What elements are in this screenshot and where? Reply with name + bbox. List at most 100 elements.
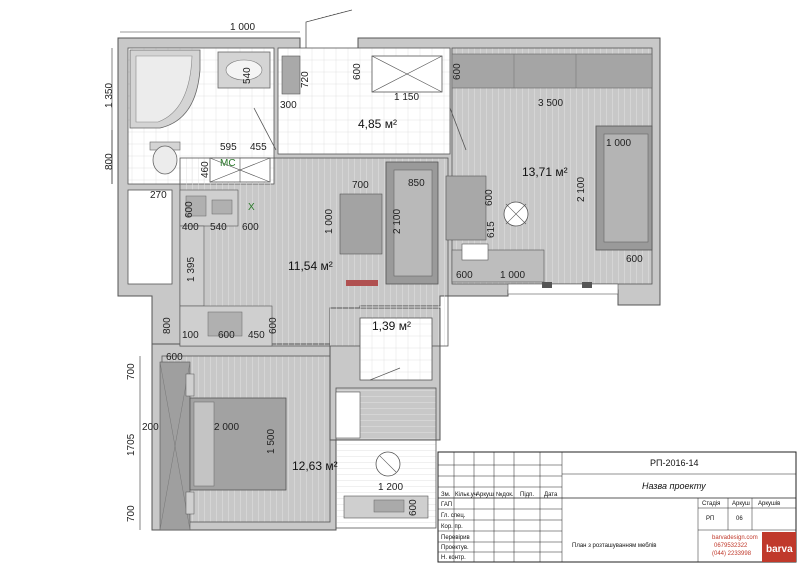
closet-area: 1,39 м²	[372, 319, 411, 333]
dim-600-k2: 600	[242, 222, 259, 233]
role-kor-pr: Кор. пр.	[441, 524, 463, 530]
dim-1200: 1 200	[378, 482, 403, 493]
closet-shelf	[335, 391, 361, 439]
company-phone2: (044) 2233998	[712, 551, 752, 557]
header-cols: Зм. Кільк.уч Аркуш №док. Підп. Дата	[441, 491, 558, 498]
dim-600-door: 600	[352, 63, 363, 80]
dim-600-kv: 600	[268, 317, 279, 334]
kitchen-furniture	[179, 161, 439, 347]
dim-top-1000: 1 000	[230, 22, 255, 33]
study-furniture	[335, 367, 429, 519]
dining-table	[339, 193, 383, 255]
dim-600-armchair: 600	[484, 189, 495, 206]
office-chair	[503, 201, 529, 227]
dim-600-top: 600	[452, 63, 463, 80]
dim-1000-row: 1 000	[500, 270, 525, 281]
dimension-lines	[111, 31, 300, 530]
dim-1705: 1705	[126, 433, 137, 456]
bathtub-inner	[135, 55, 193, 123]
dim-540: 540	[242, 67, 253, 84]
col-arkush: Аркуш	[476, 492, 494, 498]
media-unit	[451, 249, 545, 283]
dim-200: 200	[142, 422, 159, 433]
role-n-kontr: Н. контр.	[441, 555, 466, 561]
dim-1150: 1 150	[394, 92, 419, 103]
project-name: Назва проекту	[642, 481, 706, 491]
dim-1350: 1 350	[104, 83, 115, 108]
desk-chair	[461, 243, 489, 261]
col-doc: №док.	[496, 491, 514, 498]
title-block: barva РП-2016-14 Назва проекту Зм. Кільк…	[437, 451, 797, 563]
col-zm: Зм.	[441, 492, 451, 498]
kitchen-column	[179, 225, 205, 307]
bedside-right	[185, 491, 195, 515]
logo-text: barva	[766, 544, 793, 555]
area-labels: 4,85 м² 13,71 м² 11,54 м² 1,39 м² 12,63 …	[220, 117, 568, 473]
sheet-value: 06	[736, 516, 743, 522]
role-gl-spec: Гл. спец.	[441, 513, 466, 519]
dim-800-left: 800	[104, 153, 115, 170]
roles: ГАП Гл. спец. Кор. пр. Перевірив Проекту…	[441, 502, 470, 561]
dim-615: 615	[486, 221, 497, 238]
company-site: barvadesign.com	[712, 535, 758, 541]
shoe-cabinet	[281, 55, 301, 95]
stage-value: РП	[706, 516, 714, 522]
toilet	[152, 145, 178, 175]
col-kilk: Кільк.уч	[455, 492, 477, 498]
dim-400: 400	[182, 222, 199, 233]
living-furniture	[445, 53, 653, 295]
dim-600-row: 600	[456, 270, 473, 281]
dim-100: 100	[182, 330, 199, 341]
entry-door	[305, 9, 353, 48]
dim-800-k: 800	[162, 317, 173, 334]
project-code: РП-2016-14	[650, 458, 699, 468]
armchair	[445, 175, 487, 241]
hall-fixtures	[253, 9, 467, 151]
bedroom-furniture	[159, 361, 287, 531]
col-pidp: Підп.	[520, 492, 534, 498]
bathroom-fixtures	[129, 49, 271, 183]
dim-720: 720	[300, 71, 311, 88]
dim-600-right: 600	[626, 254, 643, 265]
role-proektuv: Проектув.	[441, 545, 469, 551]
dim-2100-sofa: 2 100	[392, 209, 403, 234]
dim-595: 595	[220, 142, 237, 153]
dim-2100-right: 2 100	[576, 177, 587, 202]
dim-1500: 1 500	[266, 429, 277, 454]
dim-600-desk: 600	[408, 499, 419, 516]
dim-455: 455	[250, 142, 267, 153]
dim-270: 270	[150, 190, 167, 201]
role-gap: ГАП	[441, 502, 452, 508]
x-mark: X	[248, 202, 255, 213]
kitchen-area: 11,54 м²	[288, 259, 333, 273]
stage-label: Стадія	[702, 501, 720, 507]
dim-600-wardrobe: 600	[166, 352, 183, 363]
dim-1000-sofa: 1 000	[606, 138, 631, 149]
storage-wall	[451, 53, 653, 89]
sheet-label: Аркуш	[732, 501, 750, 507]
window-sill-right	[507, 283, 619, 295]
sheets-label: Аркушів	[758, 501, 780, 507]
dim-1395: 1 395	[186, 257, 197, 282]
dimension-texts: 1 000 540 720 600 600 1 150 3 500 300 1 …	[104, 22, 643, 522]
wc-label: МС	[220, 158, 236, 169]
desk-chair-study	[375, 451, 401, 477]
dim-600-k3: 600	[218, 330, 235, 341]
dim-850: 850	[408, 178, 425, 189]
col-data: Дата	[544, 492, 558, 498]
company-phone1: 0679532322	[714, 543, 748, 549]
dim-450: 450	[248, 330, 265, 341]
dim-1000-table: 1 000	[324, 209, 335, 234]
radiator	[346, 280, 378, 286]
bedroom-area: 12,63 м²	[292, 459, 338, 473]
hall-area: 4,85 м²	[358, 117, 397, 131]
dim-300: 300	[280, 100, 297, 111]
logo-box	[762, 532, 796, 562]
drawing-title: План з розташуванням меблів	[572, 543, 656, 549]
dim-2000: 2 000	[214, 422, 239, 433]
dim-700-table: 700	[352, 180, 369, 191]
bedside-left	[185, 373, 195, 397]
dim-540-k: 540	[210, 222, 227, 233]
dim-460: 460	[200, 161, 211, 178]
